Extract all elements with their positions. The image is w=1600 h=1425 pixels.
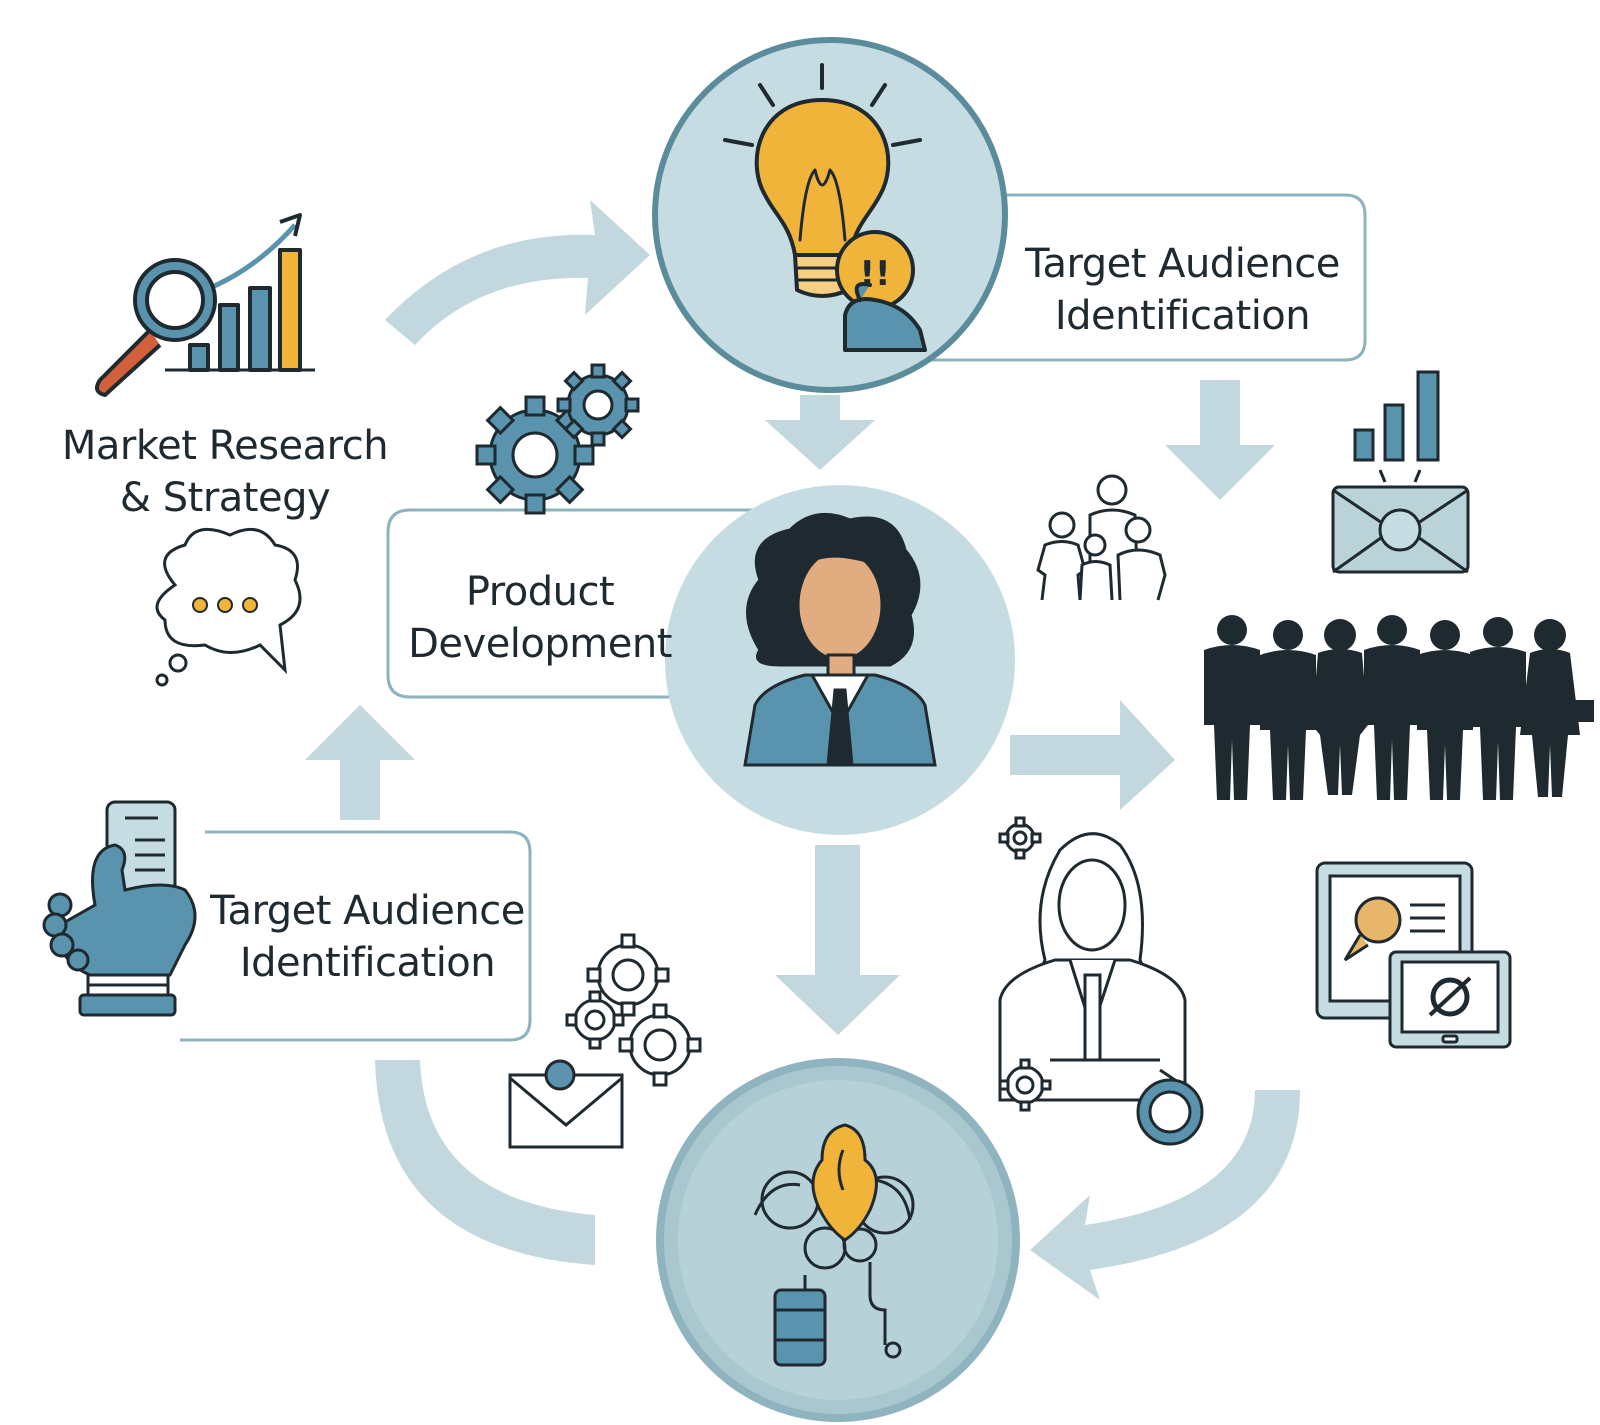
label-target-audience-bottom: Target Audience Identification (205, 885, 530, 989)
box-target-audience-bottom (180, 830, 532, 1042)
label-target-audience-top: Target Audience Identification (1010, 238, 1355, 342)
target-audience-bottom-line-1: Target Audience (210, 888, 525, 934)
arrow-person-down (775, 845, 900, 1035)
search-chart-icon (94, 213, 315, 397)
crowd-icon (1204, 615, 1594, 800)
target-audience-bottom-line-2: Identification (239, 940, 496, 986)
arrow-curve-bottom-right (1030, 1090, 1300, 1300)
chat-bubble-icon (155, 527, 302, 687)
target-audience-top-line-1: Target Audience (1025, 241, 1340, 287)
brain-network-icon (753, 1123, 915, 1367)
target-audience-top-line-2: Identification (1054, 293, 1311, 339)
box-target-audience-top (905, 193, 1367, 362)
hand-phone-icon (42, 800, 197, 1017)
gears-icon (475, 363, 640, 515)
arrow-person-to-crowd (1010, 700, 1175, 810)
label-market-research: Market Research & Strategy (55, 420, 395, 524)
woman-magnifier-icon (998, 816, 1204, 1146)
arrow-curve-bottom-left (375, 1060, 595, 1265)
arrow-audience-down (1165, 380, 1275, 500)
mail-gears-icon (508, 933, 702, 1149)
lightbulb-icon: !! (723, 63, 927, 352)
label-boxes (180, 193, 1367, 1042)
envelope-chart-icon (1331, 370, 1470, 574)
arrow-up-to-product (305, 705, 415, 820)
product-development-line-2: Development (408, 621, 672, 667)
arrow-to-idea (385, 200, 650, 345)
market-research-line-2: & Strategy (119, 475, 331, 521)
devices-icon (1315, 861, 1512, 1049)
family-icon (1036, 474, 1167, 601)
brain-circle (656, 1058, 1020, 1422)
arrow-idea-to-person (765, 395, 875, 470)
product-development-line-1: Product (465, 569, 615, 615)
businesswoman-icon (743, 512, 937, 767)
box-product-development (386, 508, 755, 699)
label-product-development: Product Development (395, 566, 685, 670)
market-research-line-1: Market Research (61, 423, 389, 469)
flow-arrows (305, 200, 1300, 1300)
